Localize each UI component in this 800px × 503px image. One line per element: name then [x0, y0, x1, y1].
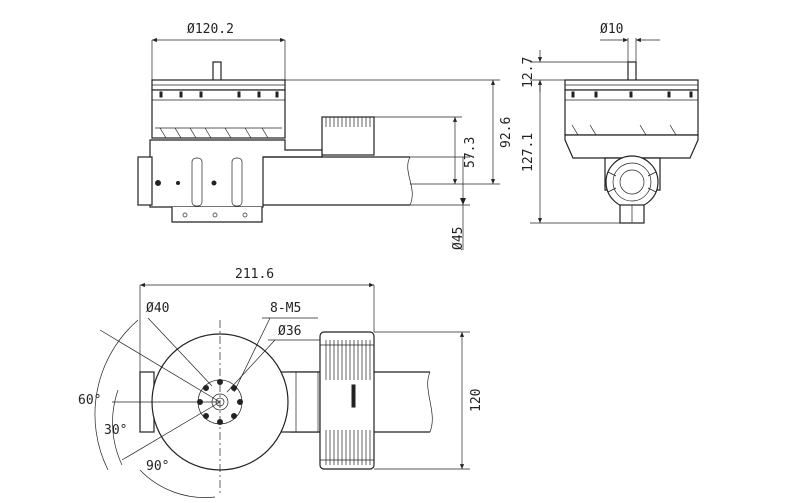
label-tube-diameter: Ø45: [451, 227, 466, 250]
label-angle-60: 60°: [78, 393, 101, 408]
label-inner-circle: Ø36: [278, 324, 301, 339]
label-screw-spec: 8-M5: [270, 301, 301, 316]
label-shaft-diameter: Ø10: [600, 22, 623, 37]
label-width-120: 120: [469, 389, 484, 412]
dim-top-view: 211.6 Ø40 8-M5 Ø36 60° 30° 90° 120: [78, 267, 484, 498]
label-top-diameter: Ø120.2: [187, 22, 234, 37]
label-length-total: 211.6: [235, 267, 274, 282]
label-height-total-side: 92.6: [499, 117, 514, 148]
label-height-mid: 57.3: [463, 137, 478, 168]
dim-end-view: Ø10 12.7 127.1: [521, 22, 660, 224]
dim-side-heights: 92.6 57.3 Ø45: [285, 79, 514, 250]
label-bolt-circle: Ø40: [146, 301, 169, 316]
dim-top-diameter: Ø120.2: [151, 22, 286, 80]
label-angle-30: 30°: [104, 423, 127, 438]
label-shaft-height: 12.7: [521, 57, 536, 88]
side-view: [137, 61, 413, 223]
label-angle-90: 90°: [146, 459, 169, 474]
end-view: [564, 61, 699, 224]
label-height-total-end: 127.1: [521, 133, 536, 172]
